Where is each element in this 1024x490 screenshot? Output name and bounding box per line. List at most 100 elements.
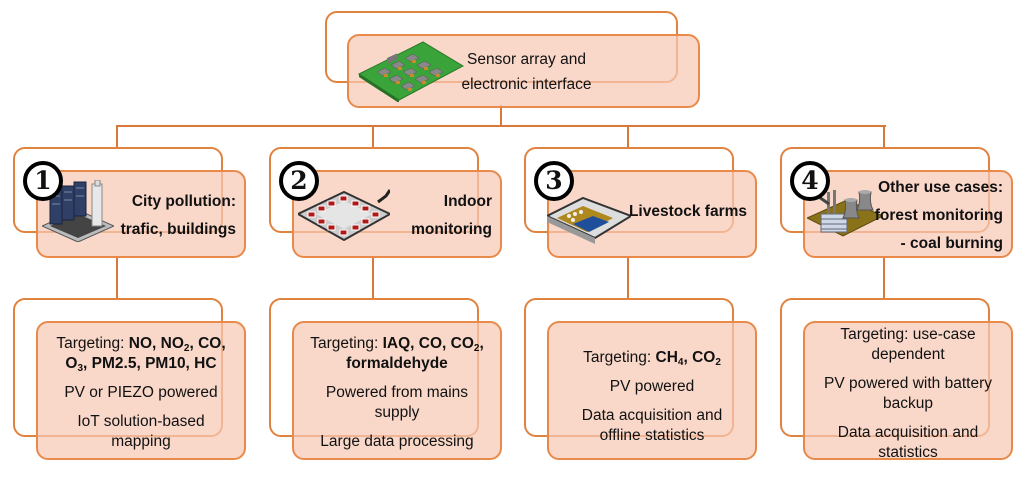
detail-text: backup [883,395,933,412]
details-text: Targeting: use-case dependent PV powered w… [809,325,1007,463]
connector-horizontal [116,125,886,127]
detail-line: Data acquisition and [553,406,751,426]
detail-line: Targeting: IAQ, CO, CO2, [298,334,496,354]
detail-line: supply [298,403,496,423]
connector-column-middle [627,256,629,299]
detail-text: 4 [677,357,684,368]
detail-text: 2 [473,343,480,354]
use-case-title-line: monitoring [411,221,492,238]
step-number-badge: 2 [279,161,319,201]
detail-text: , CO [683,349,716,366]
detail-paragraph: Targeting: IAQ, CO, CO2,formaldehyde [298,334,496,374]
detail-line: offline statistics [553,426,751,446]
detail-text: NO, NO [128,335,184,352]
use-case-title: Livestock farms [629,198,747,226]
detail-text: dependent [871,346,945,363]
root-label-line: Sensor array and [467,51,586,68]
detail-text: Targeting: [583,349,656,366]
use-case-title-line: City pollution: [131,193,236,210]
use-case-title-line: forest monitoring [874,207,1003,224]
detail-text: mapping [111,433,171,450]
detail-text: Data acquisition and [837,424,979,441]
detail-text: Powered from mains [325,384,469,401]
details-box: Targeting: NO, NO2, CO,O3, PM2.5, PM10, … [36,321,246,460]
detail-paragraph: PV powered [553,377,751,397]
connector-column-top [116,126,118,148]
detail-text: PV or PIEZO powered [64,384,218,401]
use-case-title: Other use cases:forest monitoring- coal … [875,174,1003,258]
detail-line: PV powered with battery [809,374,1007,394]
root-label-line: electronic interface [461,76,592,93]
root-label: Sensor array and electronic interface [444,47,609,97]
connector-column-top [372,126,374,148]
use-case-title-line: - coal burning [900,235,1003,252]
detail-text: 2 [715,357,721,368]
detail-text: supply [374,404,420,421]
detail-text: Large data processing [320,433,474,450]
livestock-barn-icon [544,194,634,251]
root-box: Sensor array and electronic interface [347,34,700,108]
detail-line: Data acquisition and [809,423,1007,443]
detail-line: statistics [809,443,1007,463]
use-case-title: City pollution: trafic, buildings [121,188,236,244]
sensor-board-icon [357,41,465,102]
detail-text: PV powered [609,378,695,395]
power-plant-icon [805,188,885,243]
connector-column-top [883,126,885,148]
detail-line: dependent [809,345,1007,365]
detail-text: , [479,335,484,352]
detail-line: Powered from mains [298,383,496,403]
detail-paragraph: PV or PIEZO powered [42,383,240,403]
detail-paragraph: Data acquisition and offline statistics [553,406,751,446]
use-case-box: Livestock farms [544,170,757,258]
detail-text: 3 [77,363,84,374]
detail-paragraph: Data acquisition and statistics [809,423,1007,463]
detail-line: PV powered [553,377,751,397]
use-case-box: City pollution: trafic, buildings [36,170,246,258]
connector-column-middle [116,256,118,299]
connector-column-middle [372,256,374,299]
detail-text: Targeting: [56,335,129,352]
detail-line: Large data processing [298,432,496,452]
detail-text: statistics [878,444,938,461]
detail-text: Targeting: use-case [840,326,976,343]
detail-text: 2 [183,343,190,354]
detail-text: formaldehyde [346,355,448,372]
detail-paragraph: PV powered with battery backup [809,374,1007,414]
use-case-box: Other use cases:forest monitoring- coal … [803,170,1013,258]
detail-text: , PM2.5, PM10, HC [83,355,217,372]
connector-column-top [627,126,629,148]
detail-text: offline statistics [599,427,705,444]
detail-text: Data acquisition and [581,407,723,424]
detail-line: IoT solution-based [42,412,240,432]
detail-line: formaldehyde [298,354,496,374]
step-number-badge: 3 [534,161,574,201]
detail-paragraph: IoT solution-based mapping [42,412,240,452]
details-box: Targeting: use-case dependent PV powered w… [803,321,1013,463]
detail-line: backup [809,394,1007,414]
detail-paragraph: Targeting: NO, NO2, CO,O3, PM2.5, PM10, … [42,334,240,374]
indoor-sensor-layout-icon [295,188,393,249]
detail-text: IAQ, CO, CO [382,335,474,352]
detail-line: mapping [42,432,240,452]
step-number-badge: 1 [23,161,63,201]
detail-text: IoT solution-based [77,413,205,430]
detail-line: Targeting: CH4, CO2 [553,348,751,368]
details-text: Targeting: NO, NO2, CO,O3, PM2.5, PM10, … [42,334,240,452]
detail-paragraph: Targeting: CH4, CO2 [553,348,751,368]
detail-text: , CO, [189,335,226,352]
use-case-title-line: Livestock farms [628,203,747,220]
detail-line: O3, PM2.5, PM10, HC [42,354,240,374]
detail-text: PV powered with battery [823,375,992,392]
use-case-title-line: trafic, buildings [120,221,236,238]
detail-text: O [65,355,78,372]
detail-paragraph: Targeting: use-case dependent [809,325,1007,365]
detail-line: Targeting: NO, NO2, CO, [42,334,240,354]
detail-text: CH [655,349,678,366]
detail-line: Targeting: use-case [809,325,1007,345]
